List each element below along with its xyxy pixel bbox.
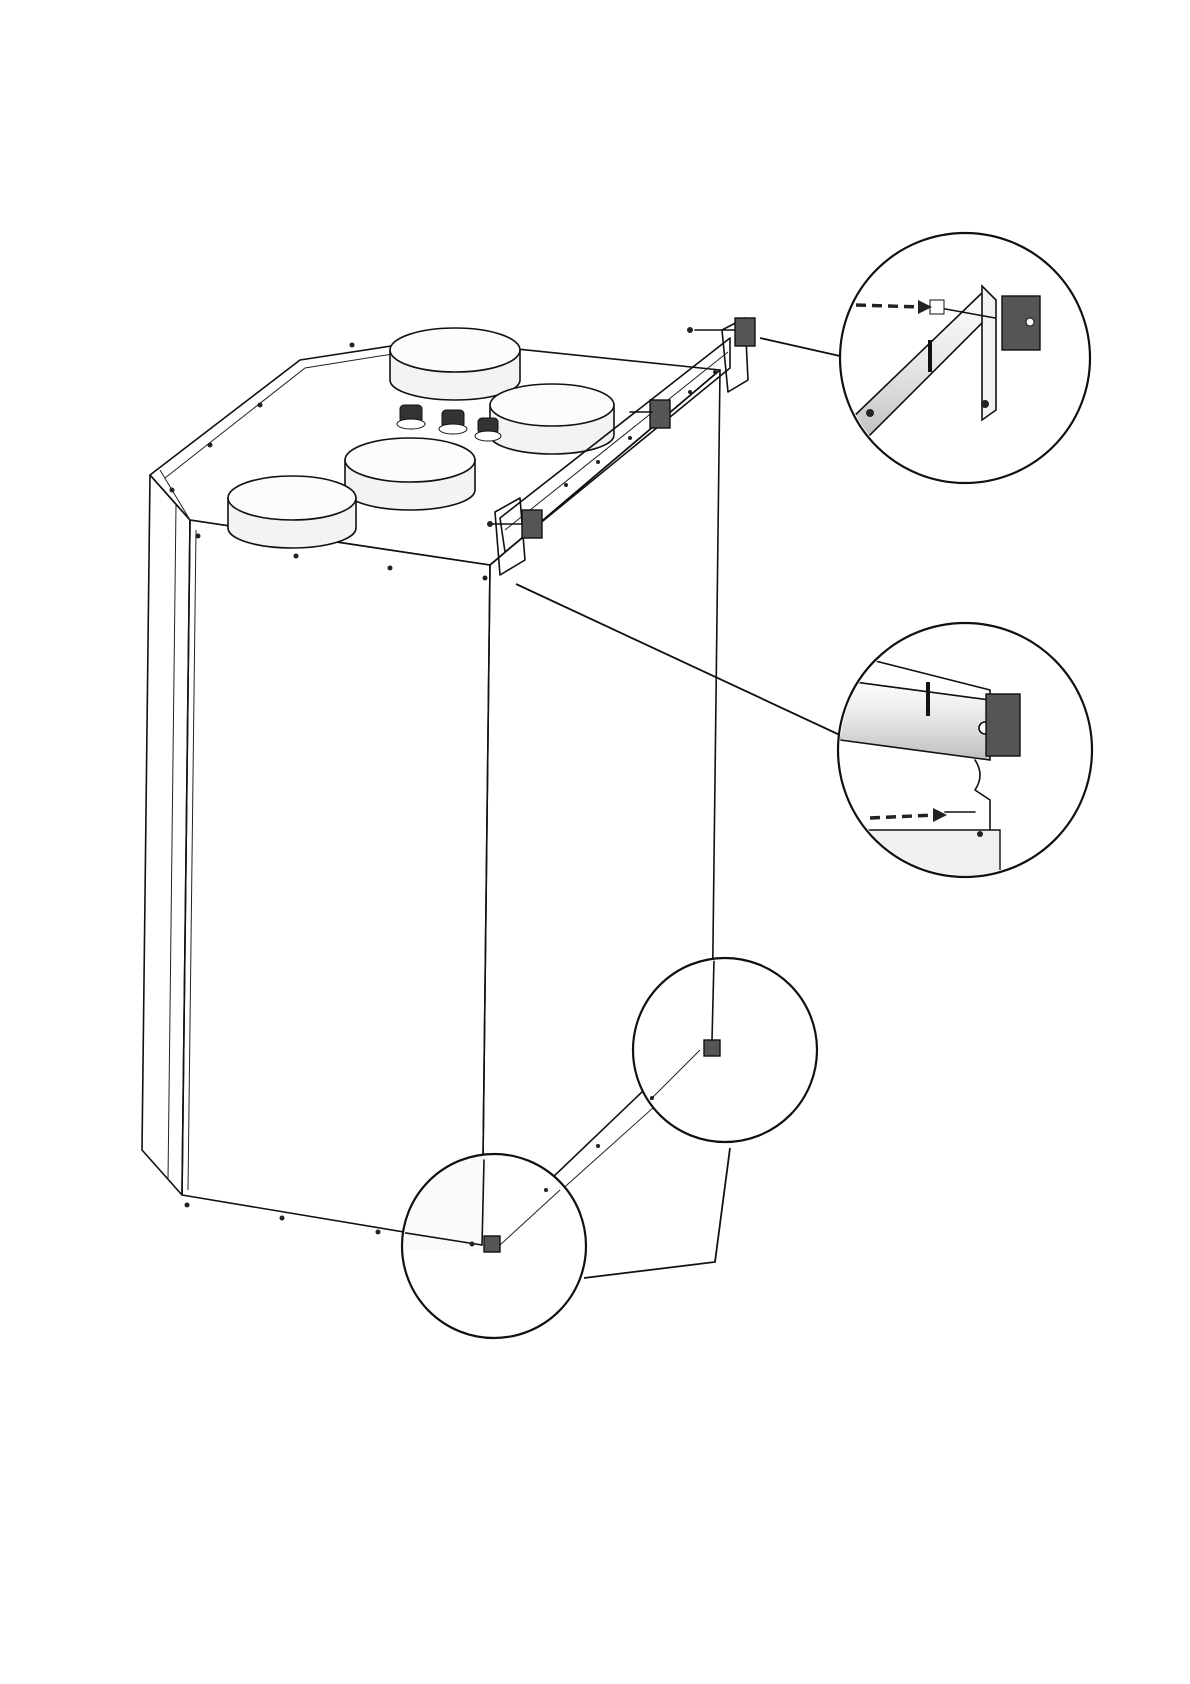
ventilation-unit (142, 328, 720, 1252)
leader-lines (516, 338, 842, 1278)
duct-back (390, 328, 520, 400)
bracket-block-left (522, 510, 542, 538)
detail-bracket-bolt-lower (838, 623, 1092, 900)
cable-glands (397, 405, 501, 441)
duct-front (228, 476, 356, 548)
duct-middle (345, 438, 475, 510)
front-panel (182, 520, 490, 1245)
bracket-block-right (735, 318, 755, 346)
bracket-block-middle (650, 400, 670, 428)
detail-bracket-bolt-top (840, 233, 1090, 483)
